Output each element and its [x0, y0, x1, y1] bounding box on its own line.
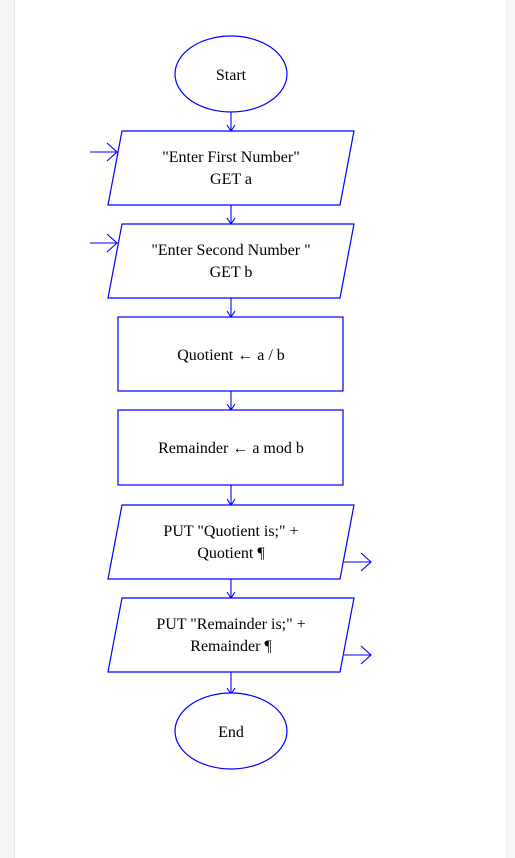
input-first-arrow-icon [106, 142, 118, 162]
process-quotient-label: Quotient ← a / b [177, 347, 285, 364]
output-quotient-arrow-icon [360, 552, 372, 572]
output-quotient-line2: Quotient ¶ [197, 545, 265, 562]
input-second-line1: "Enter Second Number " [151, 242, 310, 259]
output-remainder-line1: PUT "Remainder is;" + [156, 616, 305, 633]
input-second-number: "Enter Second Number " GET b [90, 223, 355, 299]
input-first-line1: "Enter First Number" [162, 149, 299, 166]
output-quotient: PUT "Quotient is;" + Quotient ¶ [107, 504, 372, 580]
left-page-border [0, 0, 15, 858]
end-terminal: End [174, 692, 288, 770]
input-second-arrow-icon [106, 233, 118, 253]
end-label: End [218, 724, 244, 741]
process-remainder-label: Remainder ← a mod b [158, 440, 304, 457]
input-first-line2: GET a [210, 171, 252, 188]
input-second-line2: GET b [210, 264, 253, 281]
output-quotient-line1: PUT "Quotient is;" + [163, 523, 298, 540]
start-terminal: Start [174, 35, 288, 113]
right-page-border [506, 0, 515, 858]
process-quotient: Quotient ← a / b [117, 316, 344, 392]
output-remainder-arrow-icon [360, 645, 372, 665]
start-label: Start [216, 67, 247, 84]
output-remainder: PUT "Remainder is;" + Remainder ¶ [107, 597, 372, 673]
output-remainder-line2: Remainder ¶ [190, 638, 272, 655]
process-remainder: Remainder ← a mod b [117, 409, 344, 486]
input-first-number: "Enter First Number" GET a [90, 130, 355, 206]
